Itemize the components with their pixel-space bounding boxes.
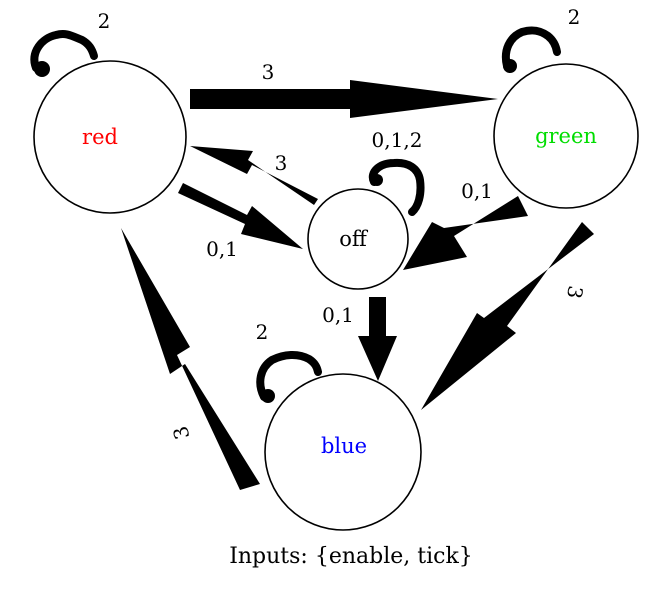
arrow-red-to-green — [190, 80, 498, 118]
state-off: off — [307, 188, 409, 290]
label-red-to-off: 0,1 — [206, 237, 238, 261]
label-off-to-blue: 0,1 — [322, 303, 354, 327]
label-green-self: 2 — [568, 5, 581, 29]
state-red-label: red — [82, 125, 118, 149]
self-loop-blue: 2 — [256, 320, 322, 403]
label-off-self: 0,1,2 — [372, 128, 423, 152]
state-off-circle — [307, 188, 409, 290]
label-blue-self: 2 — [256, 320, 269, 344]
state-red-circle — [33, 60, 187, 214]
state-green-circle — [493, 63, 639, 209]
state-red: red — [33, 60, 187, 214]
label-red-to-green: 3 — [262, 60, 275, 84]
state-blue-label: blue — [321, 434, 367, 458]
self-loop-red: 2 — [30, 9, 111, 77]
arrow-green-to-off — [403, 196, 528, 270]
state-green-label: green — [535, 124, 597, 148]
state-blue-circle — [264, 373, 422, 531]
label-off-to-red: 3 — [275, 151, 288, 175]
self-loop-green: 2 — [501, 5, 581, 73]
arrow-blue-to-red — [121, 228, 260, 490]
label-red-self: 2 — [98, 9, 111, 33]
label-green-to-off: 0,1 — [461, 179, 493, 203]
state-green: green — [493, 63, 639, 209]
arrow-off-to-red — [190, 146, 318, 205]
arrow-off-to-blue — [358, 297, 397, 381]
state-blue: blue — [264, 373, 422, 531]
diagram-caption: Inputs: {enable, tick} — [229, 544, 473, 569]
state-off-label: off — [339, 227, 369, 251]
label-green-to-blue: 3 — [562, 284, 588, 301]
self-loop-off: 0,1,2 — [368, 128, 425, 216]
label-blue-to-red: 3 — [168, 424, 194, 443]
arrow-green-to-blue — [421, 222, 594, 410]
arrow-red-to-off — [178, 183, 303, 249]
